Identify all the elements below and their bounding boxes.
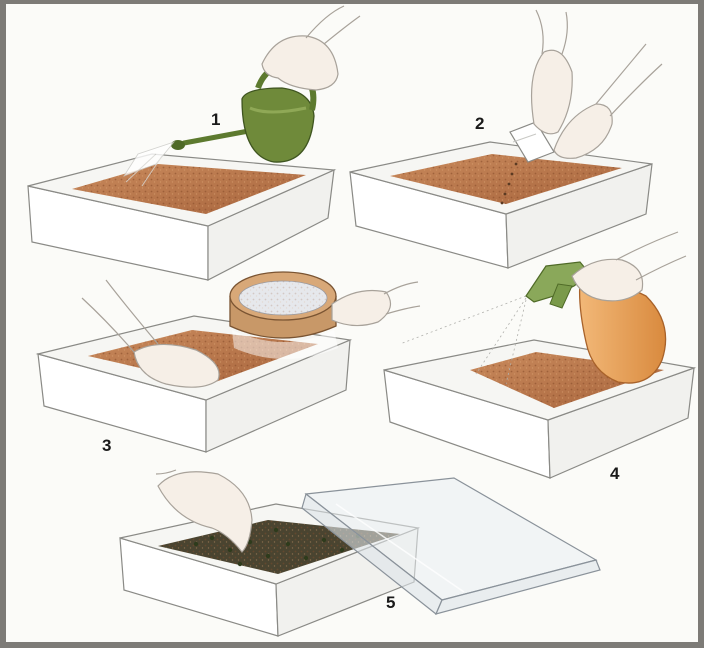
step-1-hand xyxy=(262,6,360,90)
step-2-hands xyxy=(532,10,662,158)
step-1-number: 1 xyxy=(211,111,220,128)
illustration-page: 1 2 3 4 5 xyxy=(6,4,698,642)
step-5-number: 5 xyxy=(386,594,395,611)
sieve-icon xyxy=(230,272,338,359)
step-3-number: 3 xyxy=(102,437,111,454)
step-1-tray xyxy=(28,154,334,280)
step-4-hand xyxy=(572,232,686,301)
seed-sowing-illustration xyxy=(6,4,698,642)
step-2-tray xyxy=(350,142,652,268)
step-4-number: 4 xyxy=(610,465,619,482)
step-2-number: 2 xyxy=(475,115,484,132)
